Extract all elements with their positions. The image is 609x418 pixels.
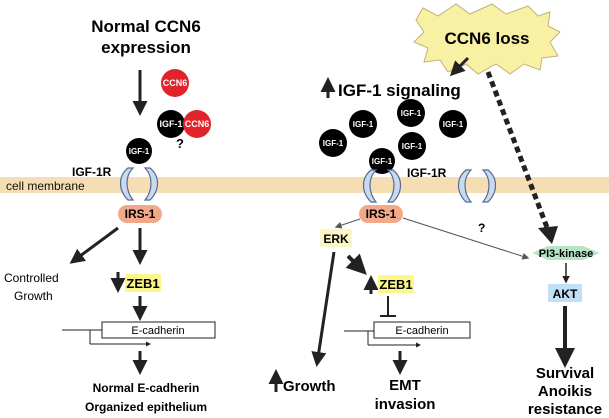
ccn6-ball: CCN6: [161, 69, 189, 97]
svg-text:IGF-1: IGF-1: [402, 142, 423, 151]
erk-to-zeb1-arrow: [345, 253, 367, 275]
controlled-growth-line1: Controlled: [4, 271, 59, 285]
igf1-ball: IGF-1: [349, 110, 377, 138]
ecadherin-right: E-cadherin: [395, 325, 448, 337]
pi3k-shape: [532, 246, 600, 260]
svg-text:IRS-1: IRS-1: [366, 207, 397, 221]
igf1r-receptor-right: [362, 169, 402, 203]
anoikis-label: Anoikis: [538, 383, 592, 400]
erk-label: ERK: [323, 232, 349, 246]
svg-text:CCN6: CCN6: [185, 119, 210, 129]
zeb1-left: ZEB1: [126, 276, 159, 291]
normal-ecad-outcome: Normal E-cadherin: [93, 381, 200, 395]
igf1r-receptor-left: [119, 167, 159, 201]
loss-to-pi3k-dashed-arrow: [485, 71, 551, 231]
survival-label: Survival: [536, 365, 594, 382]
membrane-label: cell membrane: [6, 179, 85, 193]
igf1-ball: IGF-1: [319, 129, 347, 157]
irs1-right: IRS-1: [359, 205, 403, 223]
ccn6-loss-burst: [413, 3, 561, 75]
irs1-left: IRS-1: [118, 205, 162, 223]
svg-text:IGF-1: IGF-1: [129, 147, 150, 156]
resistance-label: resistance: [528, 401, 602, 418]
ecadherin-gene-right: [344, 321, 471, 348]
zeb1-left-highlight: [125, 274, 161, 292]
pi3k-label: PI3-kinase: [539, 248, 593, 260]
erk-box: [320, 229, 352, 247]
svg-text:CCN6: CCN6: [163, 78, 188, 88]
irs1-to-controlled-arrow: [69, 226, 119, 264]
loss-to-pi3k-arrowhead: [538, 226, 558, 244]
svg-text:IGF-1: IGF-1: [401, 109, 422, 118]
ecadherin-gene-left: [62, 321, 216, 347]
zeb1-right: ZEB1: [379, 277, 412, 292]
svg-text:IGF-1: IGF-1: [323, 139, 344, 148]
igf1r-receptor-unbound: [457, 169, 497, 203]
igf1-ccn6-pair: IGF-1 CCN6: [157, 110, 211, 138]
left-question-mark: ?: [176, 136, 184, 151]
igf1-bound-right: IGF-1: [369, 148, 395, 174]
receptor-label-left: IGF-1R: [72, 165, 112, 179]
svg-text:IGF-1: IGF-1: [353, 120, 374, 129]
igf1-ball: IGF-1: [398, 132, 426, 160]
svg-text:IGF-1: IGF-1: [159, 119, 182, 129]
igf1-ball: IGF-1: [397, 99, 425, 127]
zeb1-right-highlight: [378, 275, 414, 293]
igf-signaling-label: IGF-1 signaling: [338, 81, 461, 100]
erk-to-growth-arrow: [311, 251, 336, 367]
growth-label: Growth: [283, 378, 336, 395]
controlled-growth-line2: Growth: [14, 289, 53, 303]
svg-text:IRS-1: IRS-1: [125, 207, 156, 221]
left-title-line2: expression: [101, 38, 191, 57]
emt-label: EMT: [389, 377, 421, 394]
receptor-label-right: IGF-1R: [407, 166, 447, 180]
svg-text:IGF-1: IGF-1: [443, 120, 464, 129]
igf1-ball: IGF-1: [439, 110, 467, 138]
cell-membrane-band: [0, 177, 609, 193]
ecadherin-left: E-cadherin: [131, 325, 184, 337]
organized-epithelium-outcome: Organized epithelium: [85, 400, 207, 414]
akt-label: AKT: [553, 287, 578, 301]
irs1-to-erk-arrow: [334, 218, 361, 229]
right-question-mark: ?: [478, 221, 485, 235]
akt-box: [548, 284, 582, 302]
irs1-to-pi3k-arrow: [402, 217, 530, 260]
loss-to-signaling-arrow: [449, 56, 470, 77]
ccn6-loss-label: CCN6 loss: [444, 29, 529, 48]
svg-text:IGF-1: IGF-1: [372, 157, 393, 166]
igf1-bound-left: IGF-1: [126, 138, 152, 164]
invasion-label: invasion: [375, 396, 436, 413]
left-title-line1: Normal CCN6: [91, 17, 201, 36]
